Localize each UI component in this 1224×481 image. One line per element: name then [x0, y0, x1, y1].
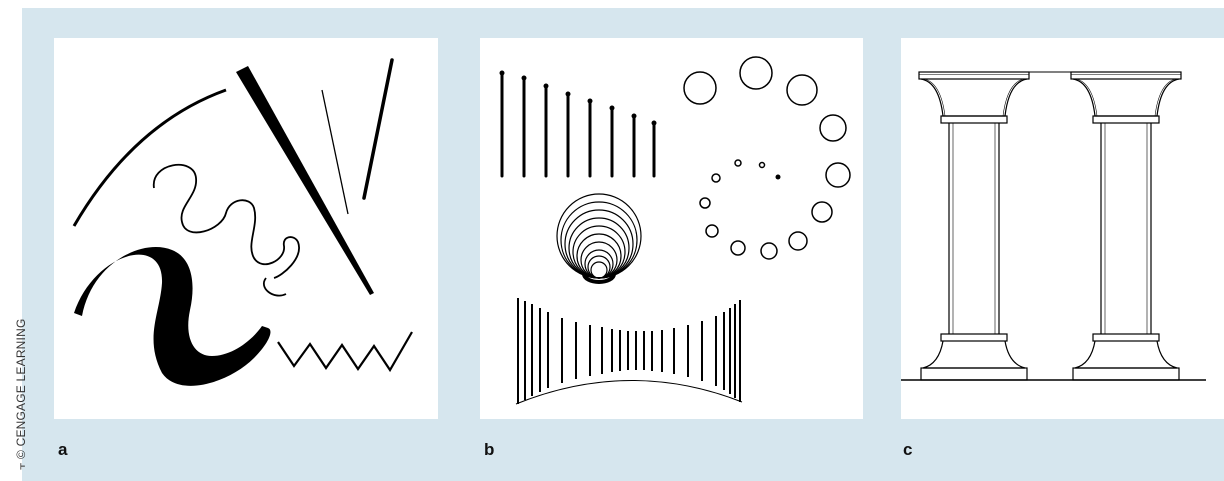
loop-end-curl	[263, 277, 287, 297]
panel-label-c: c	[903, 440, 913, 459]
panel-a-line-types	[54, 38, 438, 419]
panel-c-drawing	[901, 71, 1206, 381]
ring-end-dot	[775, 174, 781, 180]
panel-label-a: a	[58, 440, 68, 459]
panel-b-drawing	[499, 56, 851, 405]
zigzag-line	[277, 331, 413, 373]
credit-mark-icon: ⫟	[14, 458, 28, 470]
medium-diagonal-line	[362, 58, 394, 200]
converging-vertical-lines	[517, 298, 741, 404]
descending-line-caps	[499, 70, 657, 126]
panel-b-line-and-circle-patterns	[480, 38, 863, 419]
right-column	[1070, 71, 1182, 381]
panel-label-b: b	[484, 440, 495, 459]
thick-s-curve-line	[74, 247, 271, 386]
credit-label: © CENGAGE LEARNING	[14, 318, 28, 459]
looping-line	[153, 163, 300, 279]
credit-text: ⫟ © CENGAGE LEARNING	[14, 319, 29, 471]
thin-diagonal-line	[321, 89, 349, 215]
outer-circle-ring	[683, 56, 851, 260]
nested-circles	[556, 193, 642, 279]
descending-vertical-lines	[500, 71, 656, 178]
converging-lines-base	[515, 380, 743, 405]
panel-c-columns	[901, 38, 1224, 419]
nested-circles-base	[582, 273, 616, 284]
left-column	[918, 71, 1030, 381]
thin-arc-line	[72, 88, 227, 227]
panel-a-drawing	[72, 58, 413, 386]
tapering-wedge-line	[236, 66, 374, 295]
